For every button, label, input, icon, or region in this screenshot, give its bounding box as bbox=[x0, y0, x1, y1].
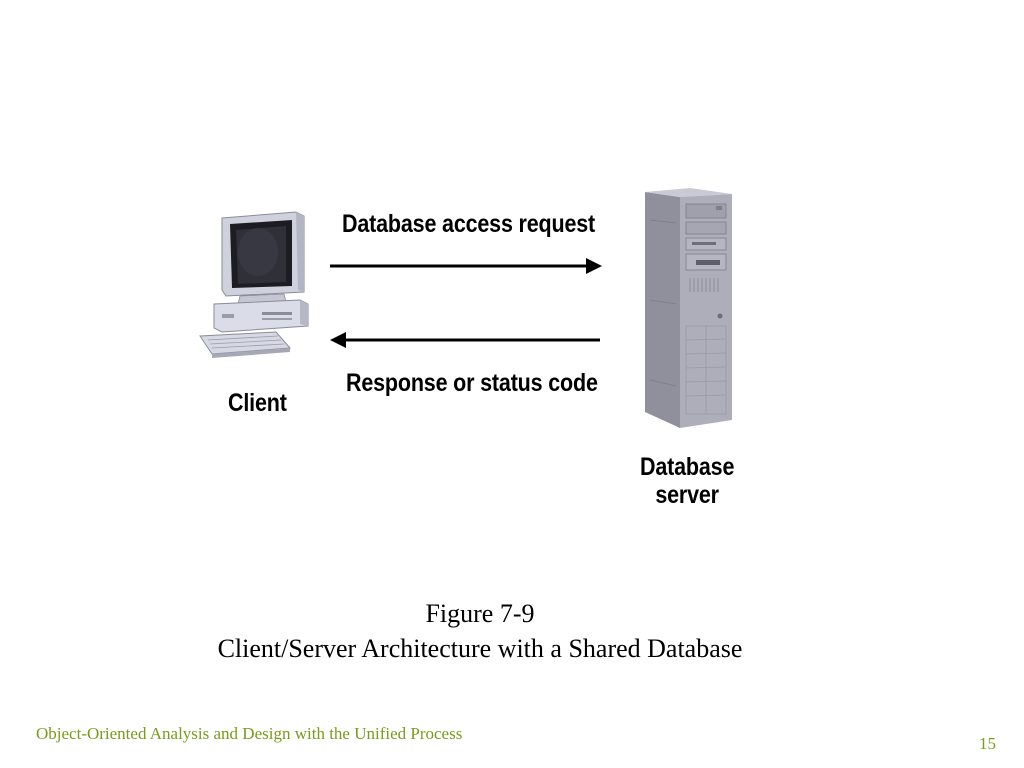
course-title: Object-Oriented Analysis and Design with… bbox=[36, 724, 463, 743]
desktop-computer-icon bbox=[199, 211, 309, 358]
response-arrow bbox=[330, 332, 600, 348]
figure-caption: Figure 7-9 Client/Server Architecture wi… bbox=[0, 596, 960, 666]
request-arrow bbox=[330, 258, 602, 274]
database-server-label-line1: Database bbox=[640, 453, 735, 481]
figure-number: Figure 7-9 bbox=[425, 599, 535, 628]
figure-title: Client/Server Architecture with a Shared… bbox=[217, 634, 743, 663]
database-server-label-line2: server bbox=[655, 481, 719, 509]
client-label: Client bbox=[228, 389, 287, 417]
database-server-label: Database server bbox=[640, 453, 734, 509]
request-label: Database access request bbox=[342, 210, 596, 238]
page-number: 15 bbox=[979, 734, 996, 753]
response-label: Response or status code bbox=[346, 369, 598, 397]
tower-server-icon bbox=[645, 188, 732, 428]
